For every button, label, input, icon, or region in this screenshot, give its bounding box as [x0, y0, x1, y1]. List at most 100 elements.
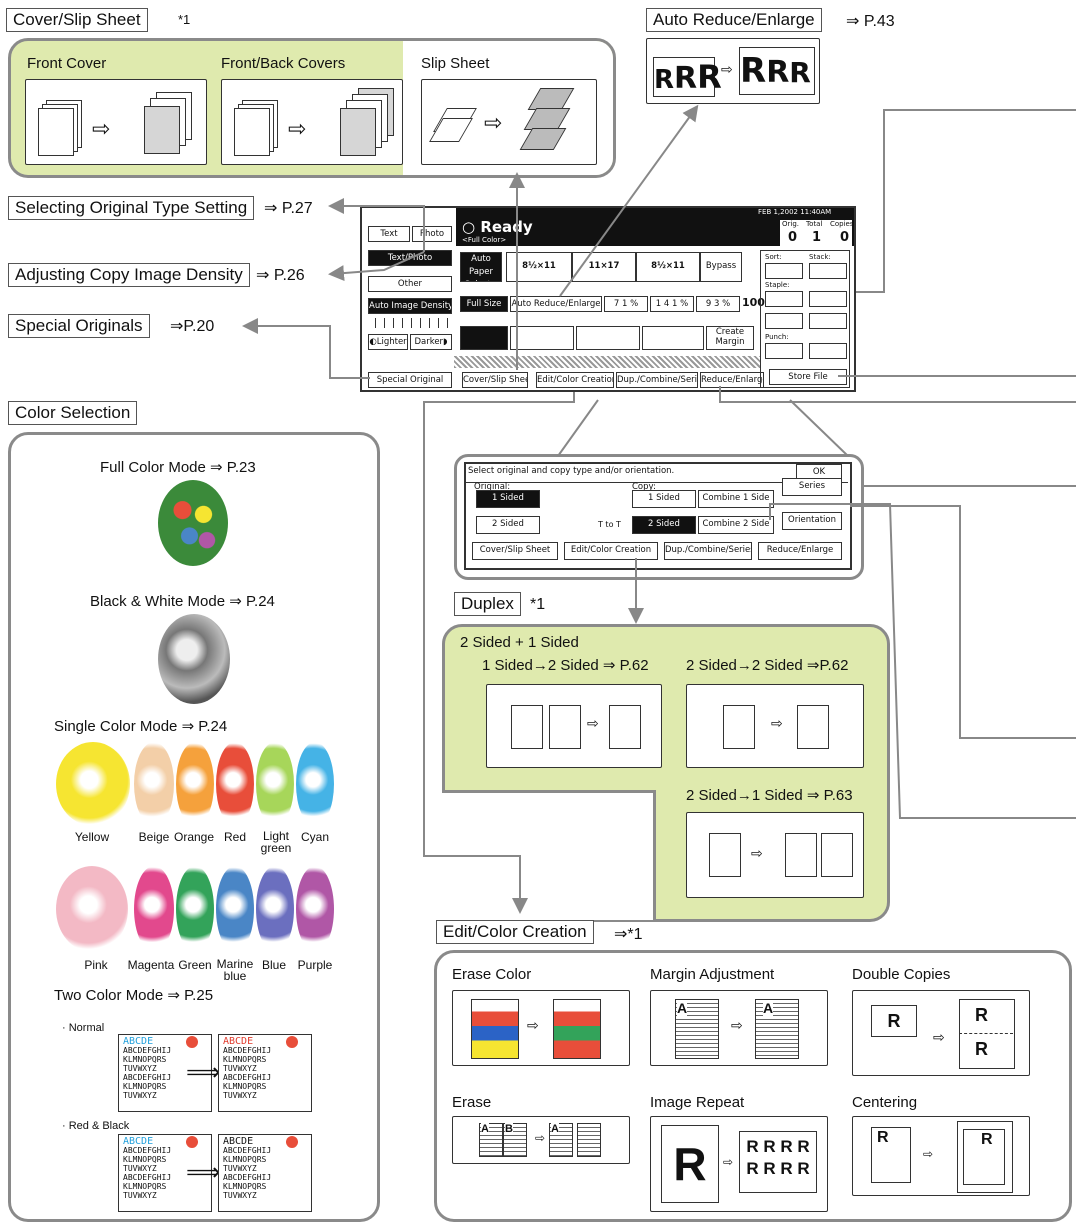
special-originals-ref: ⇒P.20: [170, 318, 215, 335]
swatch-red: [216, 742, 254, 826]
copy-label: Copy:: [632, 482, 656, 492]
dup-tab-cover[interactable]: Cover/Slip Sheet: [472, 542, 558, 560]
dup-tab-edit[interactable]: Edit/Color Creation: [564, 542, 658, 560]
punch-key-2[interactable]: [809, 343, 847, 359]
tab-reduce-enlarge[interactable]: Reduce/Enlarge: [700, 372, 764, 388]
punch-key-1[interactable]: [765, 343, 803, 359]
combine-shortcut-1[interactable]: [576, 326, 640, 350]
auto-paper-key[interactable]: Auto Paper Select▶: [460, 252, 502, 282]
staple-key-3[interactable]: [765, 313, 803, 329]
swatch-magenta: [134, 866, 174, 952]
sort-key[interactable]: [765, 263, 803, 279]
normal-stamp-icon: [186, 1036, 198, 1048]
orig-2-sided-key[interactable]: 2 Sided: [476, 516, 540, 534]
cover-note: *1: [178, 12, 191, 27]
label-pink: Pink: [84, 958, 108, 972]
single-color-mode-label: Single Color Mode ⇒ P.24: [54, 718, 228, 735]
duplex-1to2-card: ⇨: [486, 684, 662, 768]
duplex-group-label: 2 Sided + 1 Sided: [460, 634, 579, 651]
swatch-marine-blue: [216, 866, 254, 952]
ratio-71-key[interactable]: 7 1 %: [604, 296, 648, 312]
label-purple: Purple: [297, 958, 333, 972]
label-yellow: Yellow: [74, 830, 110, 844]
density-scale: [368, 318, 450, 328]
duplex-heading: Duplex: [454, 592, 521, 616]
duplex-shortcut-2[interactable]: [510, 326, 574, 350]
label-light-green: Light green: [260, 829, 292, 855]
label-orange: Orange: [174, 830, 215, 844]
auto-reduce-ref: ⇒ P.43: [846, 13, 895, 30]
erase-card: A B ⇨ A: [452, 1116, 630, 1164]
finisher-area: Sort: Stack: Staple: Punch: Store File: [760, 250, 850, 388]
auto-density-key[interactable]: Auto Image Density: [368, 298, 452, 314]
dup-tab-dup[interactable]: Dup./Combine/Series: [664, 542, 752, 560]
stack-key[interactable]: [809, 263, 847, 279]
copy-2-sided-key[interactable]: 2 Sided: [632, 516, 696, 534]
darker-key[interactable]: Darker◗: [410, 334, 452, 350]
swatch-blue: [256, 866, 294, 952]
full-size-key[interactable]: Full Size: [460, 296, 508, 312]
cover-panel: Front Cover Front/Back Covers Slip Sheet…: [8, 38, 616, 178]
swatch-green: [176, 866, 214, 952]
duplex-2to2-card: ⇨: [686, 684, 864, 768]
text-key[interactable]: Text: [368, 226, 410, 242]
image-repeat-label: Image Repeat: [650, 1094, 745, 1111]
erase-color-label: Erase Color: [452, 966, 532, 983]
bw-mode-label: Black & White Mode ⇒ P.24: [90, 593, 275, 610]
duplex-1to2-label: 1 Sided→2 Sided ⇒ P.62: [482, 657, 649, 674]
auto-reduce-key[interactable]: Auto Reduce/Enlarge: [510, 296, 602, 312]
orientation-key[interactable]: Orientation: [782, 512, 842, 530]
dup-tab-reduce[interactable]: Reduce/Enlarge: [758, 542, 842, 560]
ratio-141-key[interactable]: 1 4 1 %: [650, 296, 694, 312]
swatch-beige: [134, 742, 174, 826]
combine-1-side-key[interactable]: Combine 1 Side: [698, 490, 774, 508]
tab-cover-slip[interactable]: Cover/Slip Sheet: [462, 372, 528, 388]
staple-key-2[interactable]: [809, 291, 847, 307]
bypass-key[interactable]: Bypass: [700, 252, 742, 282]
duplex-2to2-label: 2 Sided→2 Sided ⇒P.62: [686, 657, 849, 674]
orig-1-sided-key[interactable]: 1 Sided: [476, 490, 540, 508]
ratio-93-key[interactable]: 9 3 %: [696, 296, 740, 312]
centering-label: Centering: [852, 1094, 918, 1111]
density-ref: ⇒ P.26: [256, 267, 305, 284]
original-type-ref: ⇒ P.27: [264, 200, 313, 217]
tab-edit-color[interactable]: Edit/Color Creation: [536, 372, 614, 388]
full-color-status: <Full Color>: [462, 236, 507, 244]
copy-1-sided-key[interactable]: 1 Sided: [632, 490, 696, 508]
tab-dup-combine[interactable]: Dup./Combine/Series: [616, 372, 698, 388]
panel-date: FEB 1,2002 11:40AM: [758, 208, 832, 216]
duplex-shortcut-1[interactable]: [460, 326, 508, 350]
lighter-key[interactable]: ◐Lighter: [368, 334, 408, 350]
paper-tray-3[interactable]: 8½×11: [636, 252, 700, 282]
paper-tray-2[interactable]: 11×17: [572, 252, 636, 282]
color-panel: [8, 432, 380, 1222]
original-label: Original:: [474, 482, 511, 492]
photo-key[interactable]: Photo: [412, 226, 452, 242]
dup-prompt: Select original and copy type and/or ori…: [468, 466, 675, 476]
series-key[interactable]: Series: [782, 478, 842, 496]
front-cover-label: Front Cover: [27, 55, 107, 72]
erase-color-card: ⇨: [452, 990, 630, 1066]
red-black-label: · Red & Black: [62, 1120, 130, 1132]
swatch-yellow: [56, 742, 130, 826]
swatch-pink: [56, 866, 128, 952]
normal-original-doc: ABCDE ABCDEFGHIJ KLMNOPQRS TUVWXYZ ABCDE…: [118, 1034, 212, 1112]
auto-reduce-heading: Auto Reduce/Enlarge: [646, 8, 822, 32]
label-blue: Blue: [261, 958, 287, 972]
swatch-orange: [176, 742, 214, 826]
staple-key-1[interactable]: [765, 291, 803, 307]
create-margin-key[interactable]: Create Margin: [706, 326, 754, 350]
other-key[interactable]: Other: [368, 276, 452, 292]
slip-sheet-card: ⇨: [421, 79, 597, 165]
color-selection-heading: Color Selection: [8, 401, 138, 425]
staple-key-4[interactable]: [809, 313, 847, 329]
erase-label: Erase: [452, 1094, 492, 1111]
special-originals-heading: Special Originals: [8, 314, 150, 338]
front-back-covers-label: Front/Back Covers: [221, 55, 346, 72]
edit-color-panel: [434, 950, 1072, 1222]
special-original-key[interactable]: Special Original: [368, 372, 452, 388]
combine-2-side-key[interactable]: Combine 2 Side: [698, 516, 774, 534]
combine-shortcut-2[interactable]: [642, 326, 704, 350]
edit-color-heading: Edit/Color Creation: [436, 920, 594, 944]
